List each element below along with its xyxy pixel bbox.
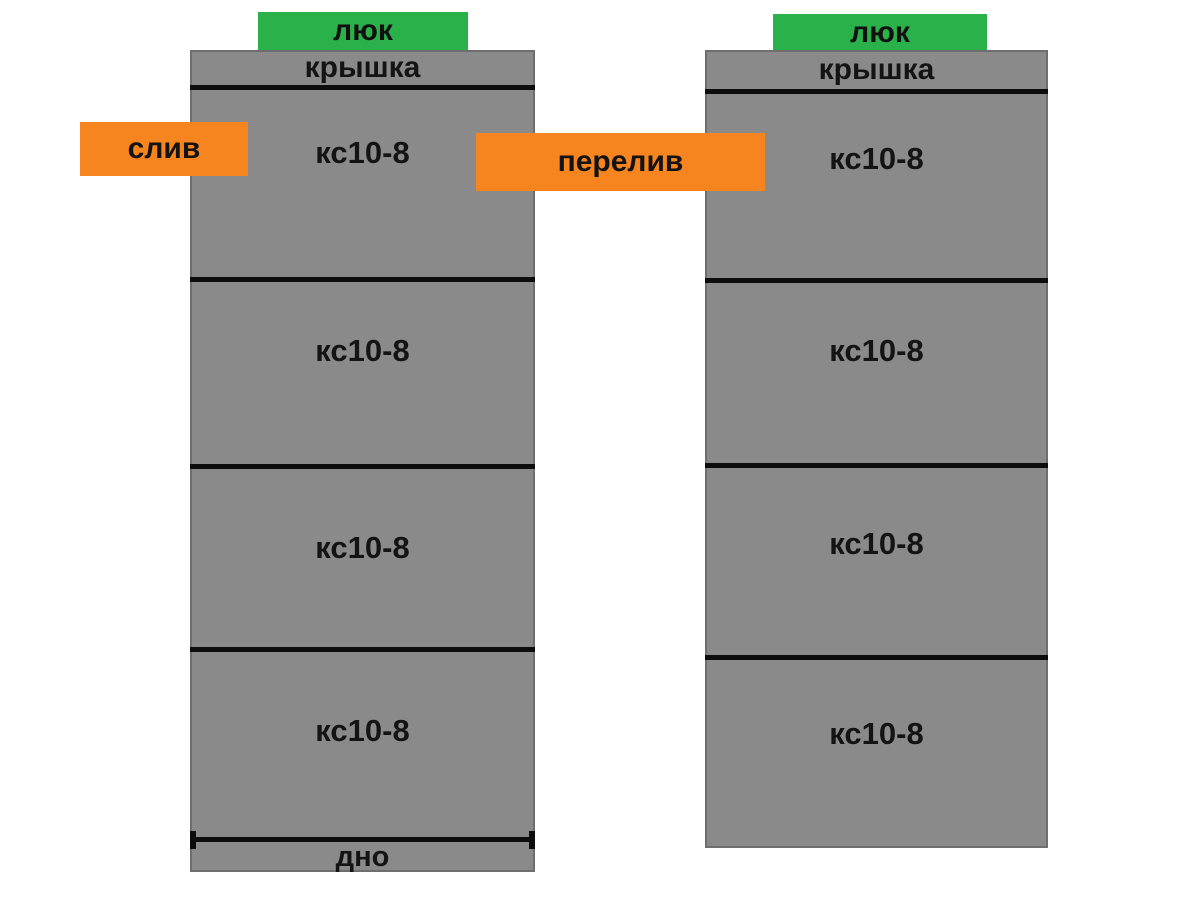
right-ring-section-3: кс10-8 (705, 468, 1048, 660)
right-ring-section-4: кс10-8 (705, 660, 1048, 848)
overflow-pipe-text: перелив (557, 145, 684, 178)
left-ring-label-1: кс10-8 (315, 134, 410, 170)
right-hatch-label: люк (773, 14, 987, 52)
left-hatch-text: люк (333, 14, 393, 47)
right-ring-label-3: кс10-8 (829, 525, 924, 561)
left-ring-label-4: кс10-8 (315, 712, 410, 748)
bottom-line-left-tick (190, 831, 196, 849)
drain-pipe-text: слив (127, 132, 201, 165)
left-ring-section-2: кс10-8 (190, 282, 535, 469)
left-ring-section-3: кс10-8 (190, 469, 535, 652)
right-ring-label-2: кс10-8 (829, 333, 924, 368)
overflow-pipe-label: перелив (476, 133, 765, 191)
left-ring-section-4: кс10-8 (190, 652, 535, 842)
left-ring-label-3: кс10-8 (315, 530, 410, 565)
left-ring-section-1: кс10-8 (190, 90, 535, 282)
right-ring-label-4: кс10-8 (829, 716, 924, 751)
left-bottom-section: дно (190, 840, 535, 873)
left-cover-label: крышка (304, 50, 421, 84)
right-ring-label-1: кс10-8 (829, 141, 924, 176)
left-cover-section: крышка (190, 50, 535, 90)
left-ring-label-2: кс10-8 (315, 333, 410, 368)
drain-pipe-label: слив (80, 122, 248, 176)
left-bottom-label: дно (335, 840, 390, 873)
right-cover-section: крышка (705, 50, 1048, 94)
right-ring-section-2: кс10-8 (705, 283, 1048, 468)
right-cover-label: крышка (818, 52, 935, 86)
left-hatch-label: люк (258, 12, 468, 50)
bottom-line-right-tick (529, 831, 535, 849)
right-hatch-text: люк (850, 16, 910, 49)
right-ring-section-1: кс10-8 (705, 94, 1048, 283)
